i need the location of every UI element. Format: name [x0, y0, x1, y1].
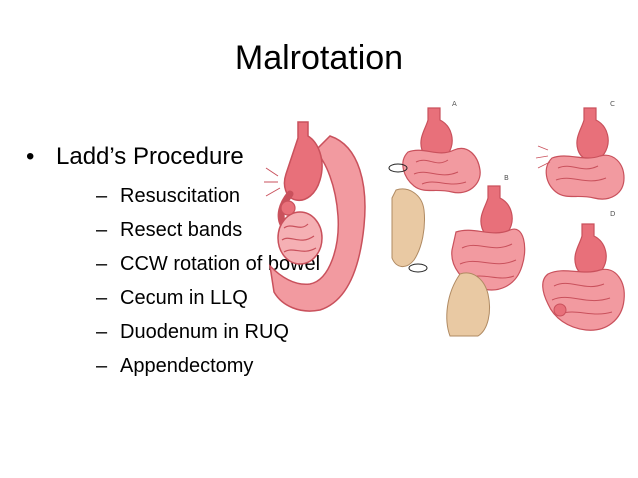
panel-label: A	[452, 100, 457, 108]
sub-bullet-list: – Resuscitation – Resect bands – CCW rot…	[56, 184, 330, 378]
sub-bullet-item: – Cecum in LLQ	[56, 286, 330, 310]
ladds-procedure-illustration: A B C D	[388, 100, 625, 337]
sub-bullet-label: Duodenum in RUQ	[120, 321, 289, 343]
sub-bullet-item: – Resuscitation	[56, 184, 330, 208]
panel-a: A	[388, 100, 481, 273]
dash-icon: –	[96, 253, 108, 275]
dash-icon: –	[96, 219, 108, 241]
panel-d: D	[542, 210, 625, 331]
sub-bullet-item: – Appendectomy	[56, 354, 330, 378]
malrotation-illustration	[264, 121, 366, 312]
panel-label: D	[610, 210, 615, 218]
sub-bullet-label: Resuscitation	[120, 185, 241, 207]
sub-bullet-label: Resect bands	[120, 219, 243, 241]
dash-icon: –	[96, 355, 108, 377]
dash-icon: –	[96, 185, 108, 207]
dash-icon: –	[96, 287, 108, 309]
bullet-icon: •	[26, 143, 35, 170]
sub-bullet-item: – Duodenum in RUQ	[56, 320, 330, 344]
panel-label: B	[504, 174, 509, 182]
bullet-ladds-procedure: • Ladd’s Procedure – Resuscitation – Res…	[22, 140, 330, 378]
panel-label: C	[610, 100, 615, 108]
sub-bullet-item: – Resect bands	[56, 218, 330, 242]
bullet-list: • Ladd’s Procedure – Resuscitation – Res…	[22, 140, 330, 378]
slide-title: Malrotation	[234, 39, 404, 77]
sub-bullet-label: Appendectomy	[120, 355, 254, 377]
panel-c: C	[535, 100, 625, 200]
bullet-label: Ladd’s Procedure	[56, 143, 244, 170]
dash-icon: –	[96, 321, 108, 343]
panel-b: B	[446, 174, 526, 337]
sub-bullet-label: Cecum in LLQ	[120, 287, 248, 309]
